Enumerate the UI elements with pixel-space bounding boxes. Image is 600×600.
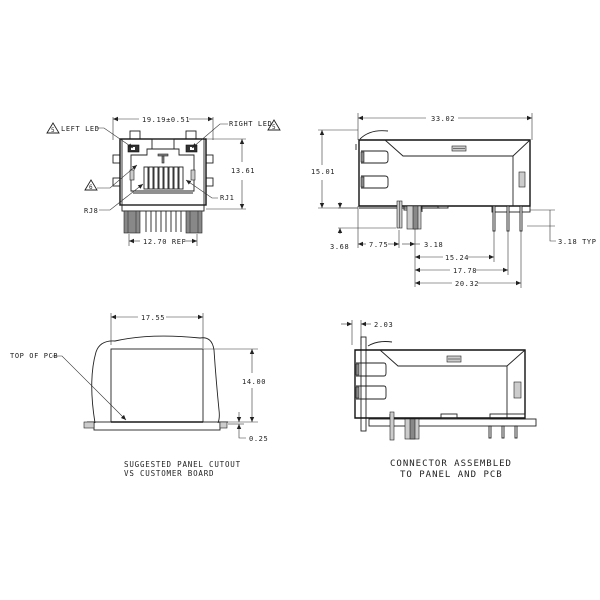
front-to-peg-dim: 7.75 xyxy=(369,241,388,249)
cutout-caption-1: SUGGESTED PANEL CUTOUT xyxy=(124,460,241,469)
cutout-height-dim: 14.00 xyxy=(242,378,266,386)
front-pin-span-dim: 12.70 REF xyxy=(143,238,186,246)
side-view: 33.02 15.01 xyxy=(311,113,597,288)
pin1-dim: 15.24 xyxy=(445,254,469,262)
note-6: 6 xyxy=(89,184,93,191)
pin-depth-dim: 3.68 xyxy=(330,243,349,251)
side-length-dim: 33.02 xyxy=(431,115,455,123)
pin3-dim: 20.32 xyxy=(455,280,479,288)
left-led-note: 5 xyxy=(51,127,55,134)
cutout-width-dim: 17.55 xyxy=(141,314,165,322)
front-height-dim: 13.61 xyxy=(231,167,255,175)
contact-fingers xyxy=(143,166,184,190)
side-height-dim: 15.01 xyxy=(311,168,335,176)
pin2-dim: 17.78 xyxy=(453,267,477,275)
rj1-label: RJ1 xyxy=(220,194,234,202)
right-led-note: 5 xyxy=(272,124,276,131)
top-of-pcb-label: TOP OF PCB xyxy=(10,352,58,360)
front-view: 19.19±0.51 xyxy=(46,116,281,246)
cutout-caption-2: VS CUSTOMER BOARD xyxy=(124,469,214,478)
assembled-view: 2.03 CONNECTOR ASSEMBLED TO PANEL AND PC… xyxy=(341,320,537,480)
panel-offset-dim: 2.03 xyxy=(374,321,393,329)
front-width-dim: 19.19±0.51 xyxy=(142,116,190,124)
right-led-label: RIGHT LED xyxy=(229,120,272,128)
pin-length-dim: 3.18 TYP xyxy=(558,238,597,246)
rj8-label: RJ8 xyxy=(84,207,98,215)
left-led-label: LEFT LED xyxy=(61,125,100,133)
offset-dim: 0.25 xyxy=(249,435,268,443)
panel-cutout-view: 17.55 TOP OF PCB 14.00 0.25 SUGGESTED PA… xyxy=(10,313,268,478)
assembled-caption-2: TO PANEL AND PCB xyxy=(400,470,503,480)
assembled-caption-1: CONNECTOR ASSEMBLED xyxy=(390,459,512,469)
peg-to-pin-dim: 3.18 xyxy=(424,241,443,249)
front-pins xyxy=(145,211,182,232)
